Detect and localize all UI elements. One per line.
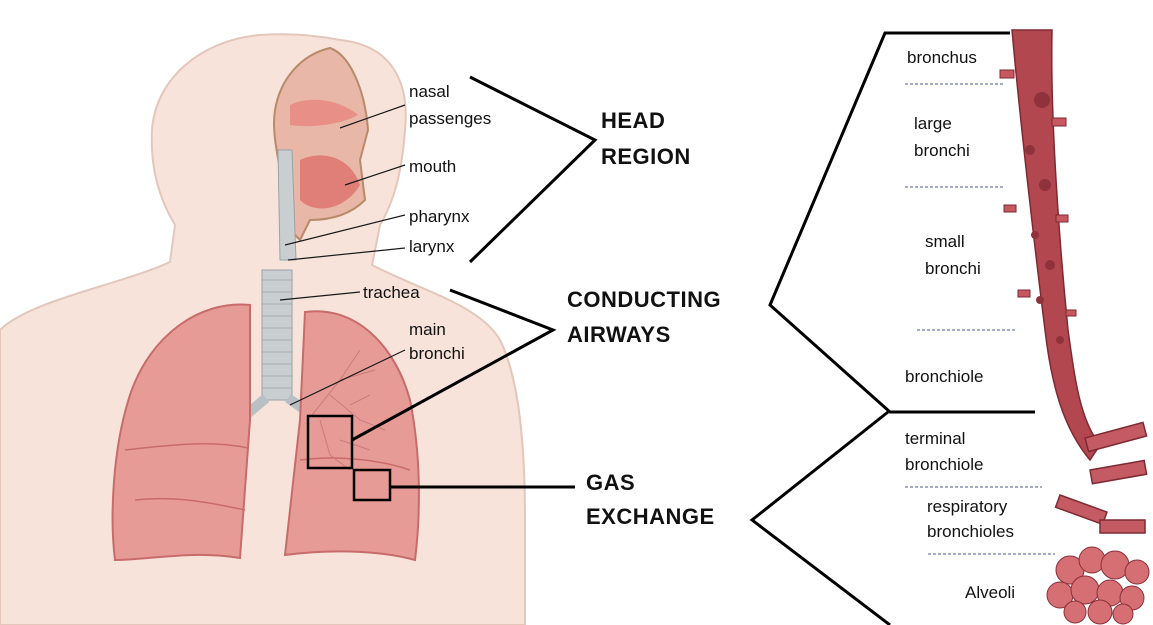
region-titles: HEAD REGION CONDUCTING AIRWAYS GAS EXCHA… [567, 108, 721, 529]
label-bronchus: bronchus [907, 48, 977, 67]
label-small-bronchi-line2: bronchi [925, 259, 981, 278]
label-nasal-line2: passenges [409, 109, 491, 128]
label-small-bronchi-line1: small [925, 232, 965, 251]
label-mouth: mouth [409, 157, 456, 176]
gas-exchange-title-line2: EXCHANGE [586, 504, 715, 529]
label-large-bronchi-line1: large [914, 114, 952, 133]
label-large-bronchi-line2: bronchi [914, 141, 970, 160]
conducting-title-line2: AIRWAYS [567, 322, 671, 347]
label-pharynx: pharynx [409, 207, 470, 226]
conducting-title-line1: CONDUCTING [567, 287, 721, 312]
conducting-expansion-bracket [770, 33, 1035, 412]
airway-trunk [1012, 30, 1100, 460]
label-main-bronchi-line2: bronchi [409, 344, 465, 363]
alveoli-cluster [1047, 547, 1149, 624]
label-bronchiole: bronchiole [905, 367, 983, 386]
airway-tree-illustration [1000, 30, 1149, 624]
gas-expansion-bracket [752, 412, 890, 625]
label-respiratory-bronchioles-line1: respiratory [927, 497, 1008, 516]
label-terminal-bronchiole-line2: bronchiole [905, 455, 983, 474]
head-region-title-line2: REGION [601, 144, 691, 169]
head-region-bracket [470, 77, 595, 262]
label-respiratory-bronchioles-line2: bronchioles [927, 522, 1014, 541]
head-region-title-line1: HEAD [601, 108, 665, 133]
label-terminal-bronchiole-line1: terminal [905, 429, 965, 448]
label-alveoli: Alveoli [965, 583, 1015, 602]
gas-exchange-title-line1: GAS [586, 470, 635, 495]
airway-segment-labels: bronchus large bronchi small bronchi bro… [905, 48, 1015, 602]
label-main-bronchi-line1: main [409, 320, 446, 339]
label-trachea: trachea [363, 283, 420, 302]
label-nasal-line1: nasal [409, 82, 450, 101]
label-larynx: larynx [409, 237, 455, 256]
